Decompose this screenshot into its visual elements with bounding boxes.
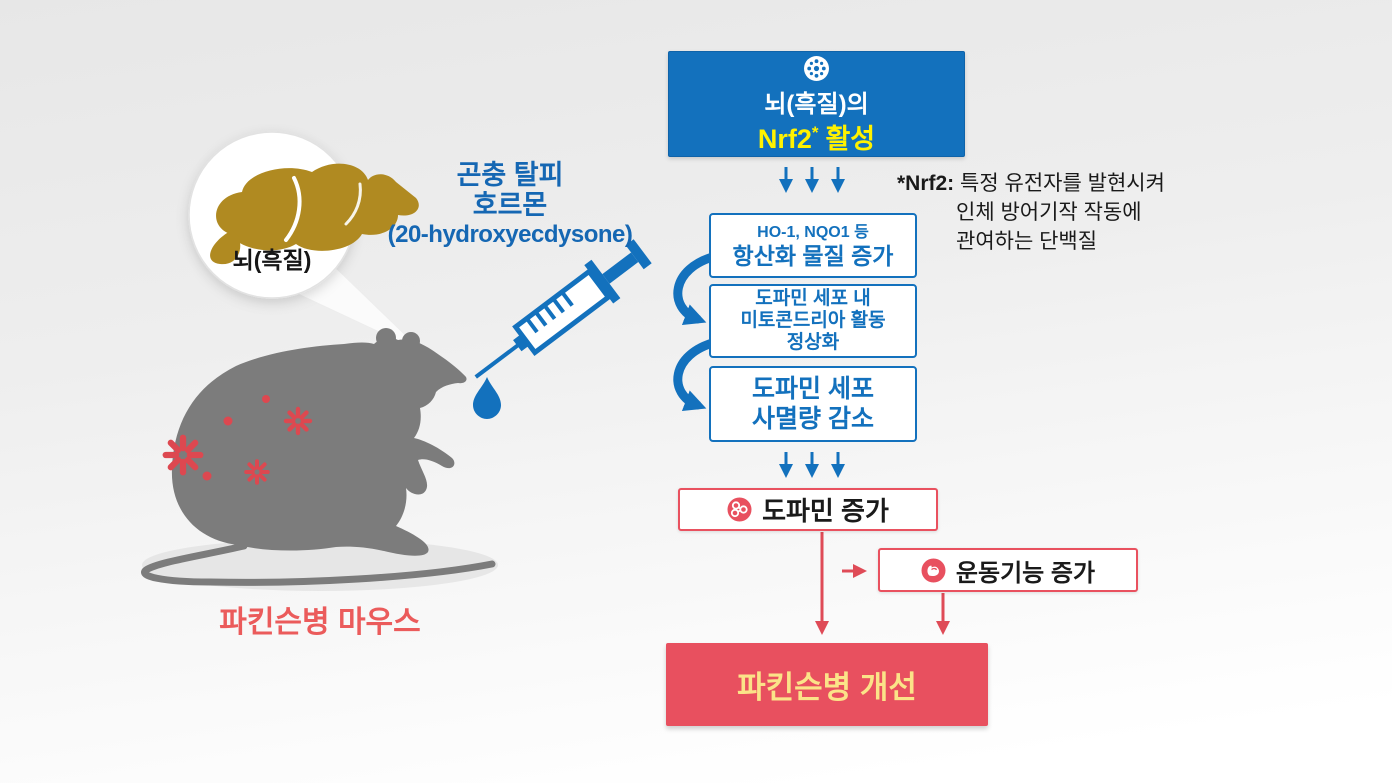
brain-cell-icon — [804, 56, 829, 81]
flow-top-box-nrf2: 뇌(흑질)의 Nrf2* 활성 — [668, 51, 965, 157]
droplet-icon — [473, 377, 501, 419]
footnote-text: 특정 유전자를 발현시켜 — [960, 172, 1165, 195]
hormone-label: 곤충 탈피 호르몬 (20-hydroxyecdysone) — [372, 160, 648, 250]
molecule-icon — [727, 497, 752, 522]
result-label: 파킨슨병 개선 — [737, 670, 917, 705]
dopamine-label: 도파민 증가 — [762, 496, 889, 526]
curved-arrows — [673, 251, 721, 412]
flow-box-line: 항산화 물질 증가 — [732, 242, 894, 269]
footnote-line3: 관여하는 단백질 — [956, 230, 1098, 253]
top-box-title: 뇌(흑질)의 — [764, 91, 869, 118]
top-box-subtitle: Nrf2* 활성 — [758, 119, 875, 153]
flow-box-line: 도파민 세포 — [752, 375, 874, 403]
mouse-tail — [141, 542, 496, 586]
result-box-parkinsons-improvement: 파킨슨병 개선 — [666, 643, 988, 726]
mouse-silhouette — [171, 328, 467, 556]
arrows-topbox-to-box1 — [779, 167, 845, 193]
flow-box-line: 미토콘드리아 활동 — [740, 310, 886, 331]
footnote-line2: 인체 방어기작 작동에 — [956, 201, 1142, 224]
disease-marks — [166, 395, 310, 485]
motor-label: 운동기능 증가 — [955, 559, 1096, 587]
nrf2-footnote: *Nrf2: 특정 유전자를 발현시켜 인체 방어기작 작동에 관여하는 단백질 — [897, 169, 1207, 256]
flow-box-line: HO-1, NQO1 등 — [757, 223, 869, 241]
brain-callout-label: 뇌(흑질) — [232, 247, 312, 273]
mouse-body — [171, 337, 467, 556]
arrows-box3-to-dopamine — [779, 452, 845, 478]
brain-callout — [188, 131, 419, 299]
flow-box-line: 정상화 — [786, 332, 840, 353]
footnote-line1: *Nrf2: 특정 유전자를 발현시켜 — [897, 169, 1207, 198]
nrf2-text: Nrf2 — [757, 124, 812, 154]
brain-illustration — [210, 163, 419, 265]
nrf2-asterisk: * — [811, 123, 819, 142]
footnote-term: *Nrf2: — [897, 172, 955, 195]
flow-box-mitochondria: 도파민 세포 내 미토콘드리아 활동 정상화 — [709, 284, 917, 358]
red-connectors — [815, 532, 950, 635]
nrf2-suffix: 활성 — [825, 124, 876, 154]
flow-box-antioxidant: HO-1, NQO1 등 항산화 물질 증가 — [709, 213, 917, 278]
flow-box-line: 사멸량 감소 — [752, 405, 874, 433]
motor-function-box: 운동기능 증가 — [878, 548, 1138, 592]
flow-box-line: 도파민 세포 내 — [755, 288, 871, 309]
hormone-line1: 곤충 탈피 — [456, 160, 564, 190]
flow-box-cell-death: 도파민 세포 사멸량 감소 — [709, 366, 917, 442]
muscle-icon — [921, 558, 946, 582]
hormone-line3: (20-hydroxyecdysone) — [387, 221, 633, 248]
mouse-caption: 파킨슨병 마우스 — [219, 606, 421, 639]
syringe-icon — [474, 239, 652, 379]
dopamine-increase-box: 도파민 증가 — [678, 488, 938, 531]
hormone-line2: 호르몬 — [472, 190, 548, 220]
